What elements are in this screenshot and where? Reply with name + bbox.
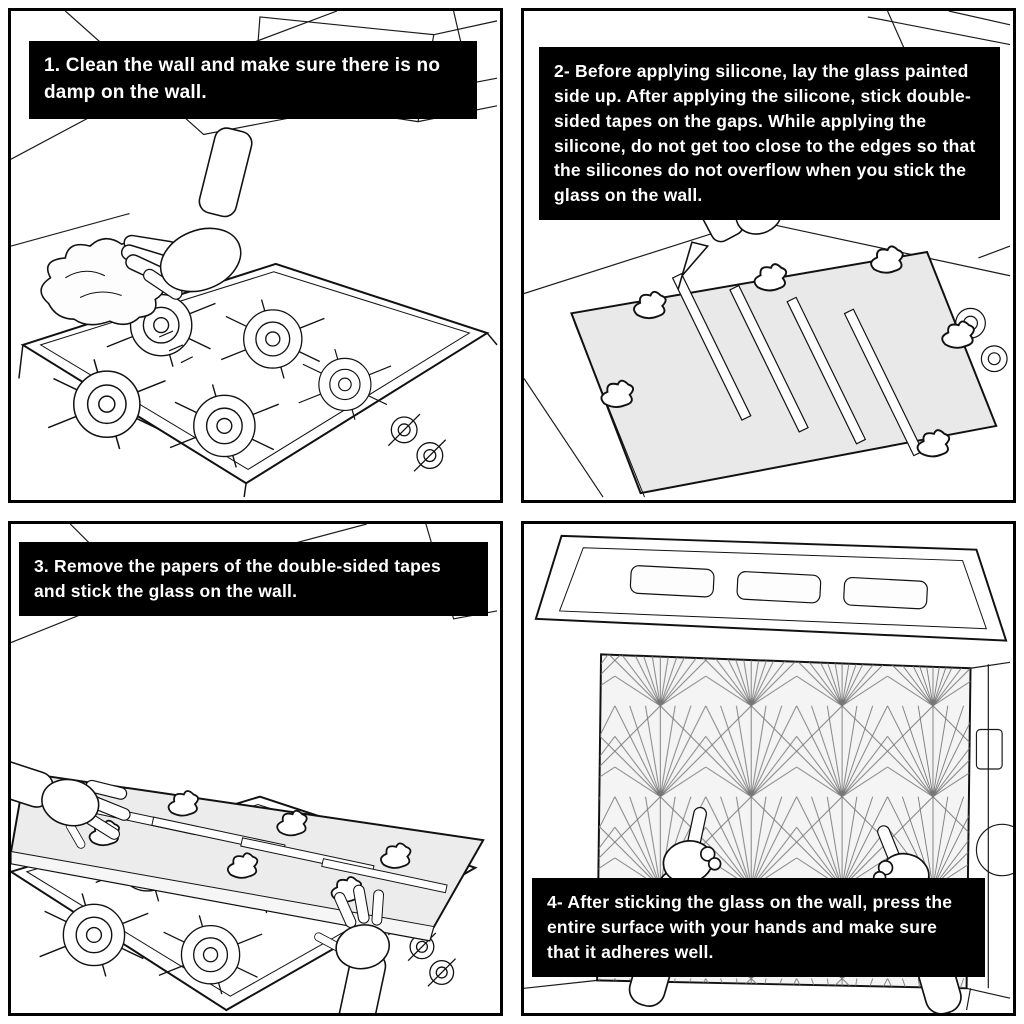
step-2-panel: 2- Before applying silicone, lay the gla… — [521, 8, 1016, 503]
step-4-panel: 4- After sticking the glass on the wall,… — [521, 521, 1016, 1016]
step-1-panel: 1. Clean the wall and make sure there is… — [8, 8, 503, 503]
control-rings — [387, 413, 447, 472]
step-2-caption: 2- Before applying silicone, lay the gla… — [539, 47, 1000, 221]
step-1-illustration — [11, 11, 498, 498]
right-hand-icon — [312, 883, 391, 1013]
range-hood — [534, 534, 1008, 642]
step-4-caption: 4- After sticking the glass on the wall,… — [532, 878, 985, 977]
step-1-caption: 1. Clean the wall and make sure there is… — [29, 41, 477, 119]
step-3-panel: 3. Remove the papers of the double-sided… — [8, 521, 503, 1016]
step-3-illustration — [11, 524, 498, 1013]
side-sketch-lines — [524, 661, 1013, 1011]
step-3-caption: 3. Remove the papers of the double-sided… — [19, 542, 488, 616]
left-hand-icon — [11, 757, 133, 851]
hand-cloth-icon — [40, 127, 253, 364]
glass-panel — [570, 250, 998, 498]
